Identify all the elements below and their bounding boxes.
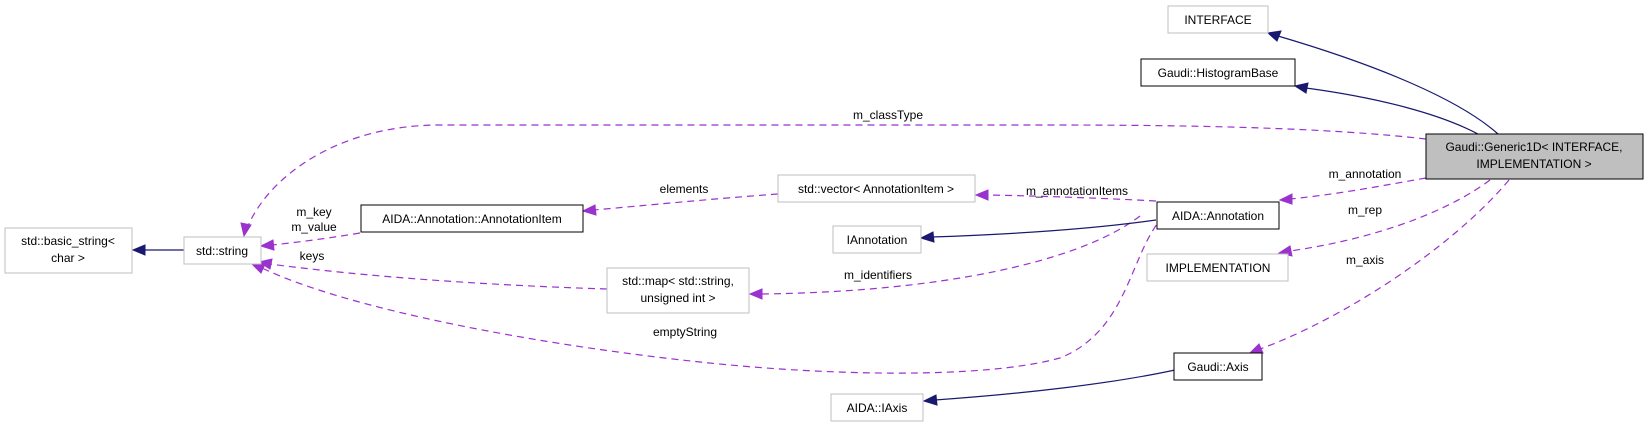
node-gaudi-axis-label: Gaudi::Axis (1187, 360, 1248, 374)
edge-label-m-rep: m_rep (1348, 203, 1382, 217)
edge-label-m-axis: m_axis (1346, 253, 1384, 267)
edge-label-m-annotation: m_annotation (1329, 167, 1402, 181)
node-aida-iaxis[interactable]: AIDA::IAxis (830, 393, 924, 422)
node-map-string-uint-line2: unsigned int > (640, 291, 715, 305)
node-basic-string[interactable]: std::basic_string< char > (4, 227, 133, 274)
node-vector-annotation-item[interactable]: std::vector< AnnotationItem > (777, 174, 976, 203)
edge-m-annotationitems: m_annotationItems (974, 184, 1157, 202)
edge-keys: keys (257, 249, 608, 290)
node-generic1d-line2: IMPLEMENTATION > (1476, 157, 1591, 171)
node-interface-label: INTERFACE (1184, 13, 1251, 27)
edge-label-m-classtype: m_classType (853, 108, 923, 122)
node-implementation[interactable]: IMPLEMENTATION (1146, 253, 1289, 282)
edge-m-axis: m_axis (1248, 179, 1510, 354)
node-map-string-uint[interactable]: std::map< std::string, unsigned int > (606, 267, 750, 314)
edge-m-key-m-value: m_key m_value (259, 205, 361, 251)
edge-elements: elements (581, 182, 779, 216)
edge-label-elements: elements (660, 182, 709, 196)
node-histogram-base[interactable]: Gaudi::HistogramBase (1140, 58, 1296, 87)
edge-m-rep: m_rep (1277, 179, 1491, 257)
node-histogram-base-label: Gaudi::HistogramBase (1158, 66, 1279, 80)
edge-axis-inherits-iaxis (922, 369, 1176, 406)
edge-m-annotation: m_annotation (1278, 167, 1427, 205)
node-interface[interactable]: INTERFACE (1167, 5, 1269, 34)
edge-generic1d-inherits-histogrambase (1293, 82, 1479, 135)
edge-label-m-identifiers: m_identifiers (844, 268, 912, 282)
node-gaudi-axis[interactable]: Gaudi::Axis (1173, 352, 1263, 381)
node-generic1d[interactable]: Gaudi::Generic1D< INTERFACE, IMPLEMENTAT… (1425, 133, 1644, 180)
node-basic-string-line1: std::basic_string< (21, 234, 115, 248)
node-std-string[interactable]: std::string (183, 236, 262, 265)
node-annotation-item-label: AIDA::Annotation::AnnotationItem (382, 212, 561, 226)
node-std-string-label: std::string (196, 244, 248, 258)
node-map-string-uint-line1: std::map< std::string, (622, 274, 734, 288)
node-iannotation-label: IAnnotation (847, 233, 908, 247)
edge-label-keys: keys (300, 249, 325, 263)
node-vector-annotation-item-label: std::vector< AnnotationItem > (798, 182, 954, 196)
edge-label-m-value: m_value (291, 220, 337, 234)
edge-label-m-key: m_key (296, 205, 331, 219)
node-aida-annotation-label: AIDA::Annotation (1172, 209, 1264, 223)
edge-label-emptystring: emptyString (653, 325, 717, 339)
node-iannotation[interactable]: IAnnotation (832, 225, 922, 254)
edge-label-m-annotationitems: m_annotationItems (1026, 184, 1128, 198)
edge-m-classtype: m_classType (240, 108, 1427, 238)
edge-string-inherits-basic-string (131, 244, 184, 256)
edge-m-identifiers: m_identifiers (748, 215, 1141, 300)
node-basic-string-line2: char > (51, 251, 85, 265)
node-implementation-label: IMPLEMENTATION (1166, 261, 1271, 275)
edge-annotation-inherits-iannotation (919, 219, 1157, 243)
node-aida-annotation[interactable]: AIDA::Annotation (1156, 201, 1280, 230)
node-annotation-item[interactable]: AIDA::Annotation::AnnotationItem (360, 204, 584, 233)
node-generic1d-line1: Gaudi::Generic1D< INTERFACE, (1445, 140, 1622, 154)
node-aida-iaxis-label: AIDA::IAxis (847, 401, 908, 415)
edge-generic1d-inherits-interface (1266, 30, 1499, 135)
